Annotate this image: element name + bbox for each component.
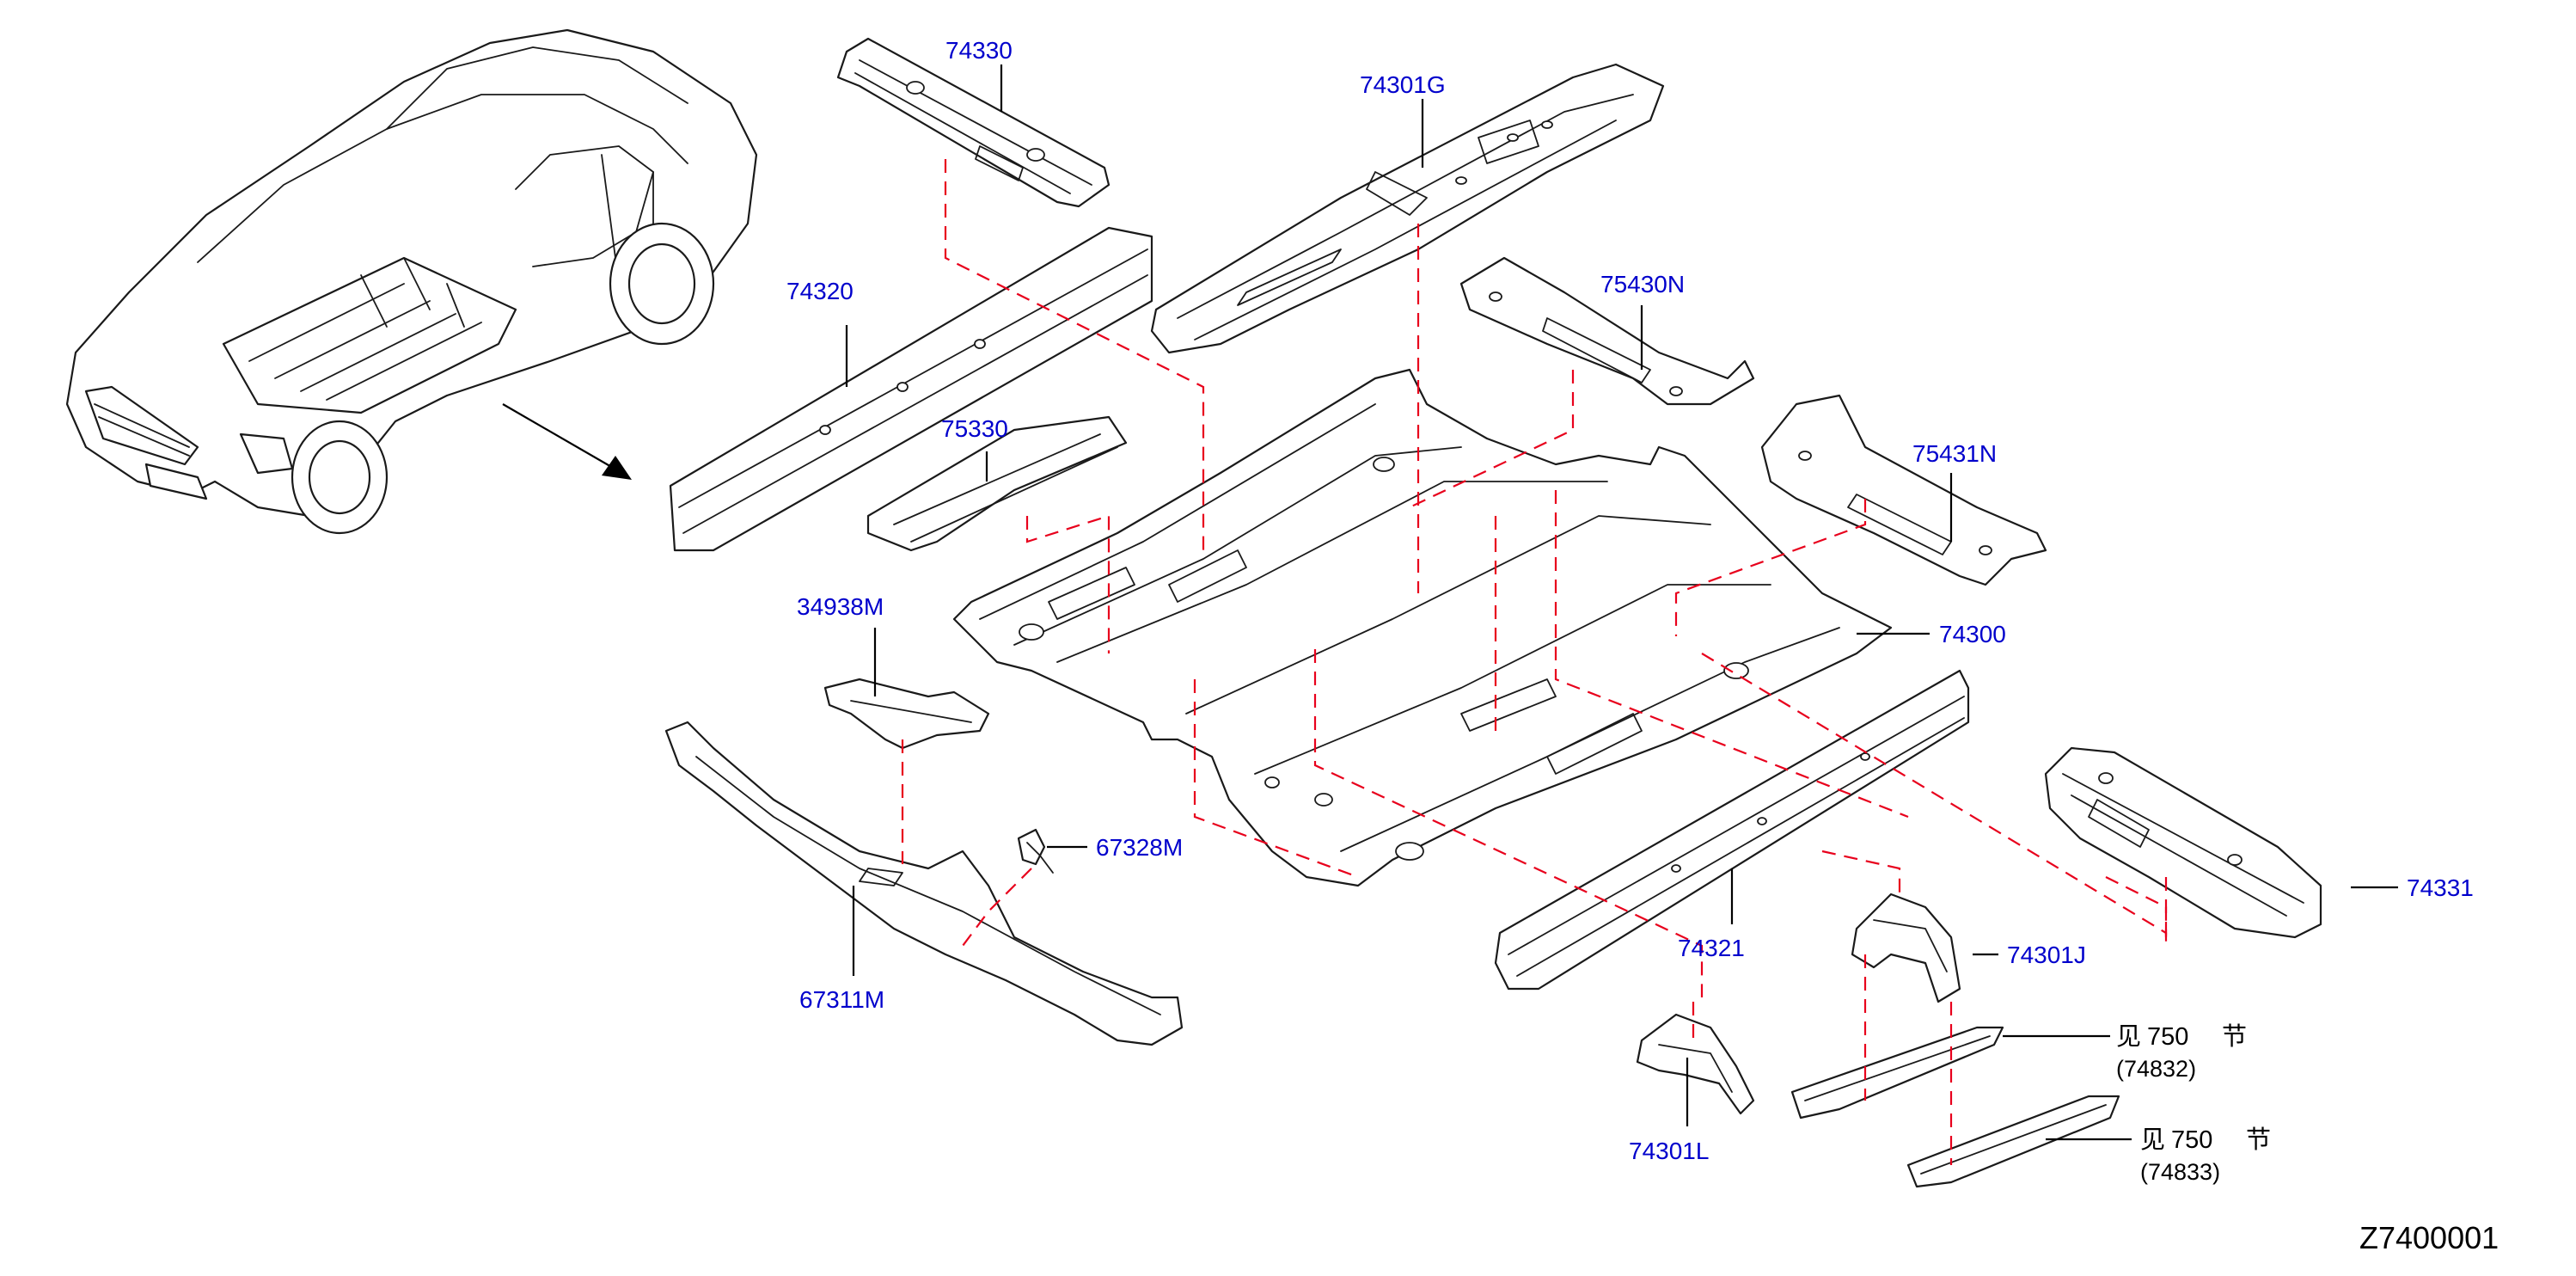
label-75430N: 75430N xyxy=(1600,271,1685,298)
label-74330: 74330 xyxy=(945,37,1013,64)
ref-prefix: 见 xyxy=(2140,1126,2165,1154)
part-67328M xyxy=(1017,828,1054,874)
part-75330 xyxy=(866,415,1128,552)
label-75431N: 75431N xyxy=(1912,440,1997,467)
part-74321 xyxy=(1494,669,1970,991)
label-34938M: 34938M xyxy=(797,593,884,620)
part-74320 xyxy=(669,226,1153,552)
label-74301J: 74301J xyxy=(2007,942,2086,968)
direction-arrow xyxy=(502,403,620,472)
part-74301L xyxy=(1636,1013,1755,1115)
ref-suffix: 节 xyxy=(2246,1126,2271,1154)
alignment-lines xyxy=(901,159,2168,1165)
ref-section: 750 xyxy=(2171,1126,2212,1154)
label-74331: 74331 xyxy=(2407,874,2474,901)
part-75430N xyxy=(1459,256,1755,406)
part-74833 xyxy=(1906,1095,2120,1188)
car-overview-illustration xyxy=(65,28,758,535)
diagram-id: Z7400001 xyxy=(2359,1220,2499,1255)
label-74301G: 74301G xyxy=(1360,71,1446,98)
part-74301G xyxy=(1150,63,1665,354)
section-ref-74832: 见 750 节 (74832) xyxy=(2116,1022,2247,1082)
part-74330 xyxy=(836,37,1111,208)
ref-part-number: (74832) xyxy=(2116,1056,2196,1082)
label-67311M: 67311M xyxy=(799,986,884,1013)
part-74301J xyxy=(1851,893,1961,1003)
label-67328M: 67328M xyxy=(1096,834,1183,861)
section-ref-74833: 见 750 节 (74833) xyxy=(2140,1126,2271,1185)
ref-prefix: 见 xyxy=(2116,1023,2141,1051)
label-74321: 74321 xyxy=(1678,935,1745,961)
part-34938M xyxy=(823,678,990,750)
part-74832 xyxy=(1790,1026,2004,1120)
part-74331 xyxy=(2044,746,2322,939)
ref-section: 750 xyxy=(2147,1023,2188,1051)
label-74320: 74320 xyxy=(786,278,854,304)
ref-suffix: 节 xyxy=(2222,1022,2247,1051)
arrow-head-icon xyxy=(602,456,632,480)
part-74300 xyxy=(952,368,1893,887)
label-75330: 75330 xyxy=(941,415,1008,442)
part-code-labels: 74330 74301G 74320 75430N 75330 75431N 3… xyxy=(786,37,2474,1164)
label-74300: 74300 xyxy=(1939,621,2006,647)
part-67311M xyxy=(664,721,1184,1046)
leader-lines xyxy=(845,64,2398,1141)
ref-part-number: (74833) xyxy=(2140,1159,2220,1185)
label-74301L: 74301L xyxy=(1629,1138,1709,1164)
part-75431N xyxy=(1760,394,2047,586)
